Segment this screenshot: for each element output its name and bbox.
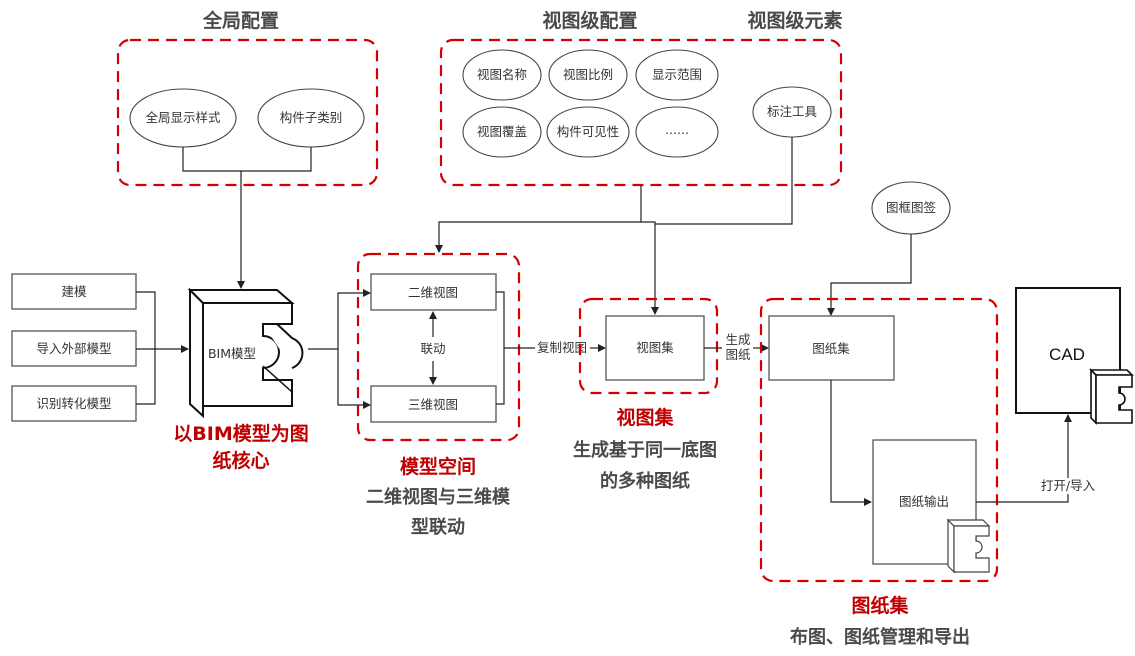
svg-text:BIM模型: BIM模型 <box>208 346 256 361</box>
ellipse-component-visibility[interactable]: 构件可见性 <box>546 106 630 158</box>
connector-sources <box>136 291 156 405</box>
source-recognize-convert-model[interactable]: 识别转化模型 <box>11 385 137 422</box>
connector-global-items <box>182 147 312 172</box>
arrow-viewconfig-to-viewset <box>641 221 659 315</box>
svg-text:视图覆盖: 视图覆盖 <box>477 124 527 139</box>
model-space-title: 模型空间 <box>400 455 476 478</box>
arrow-to-3d-view <box>337 349 371 409</box>
ellipse-display-range[interactable]: 显示范围 <box>635 49 719 101</box>
svg-text:CAD: CAD <box>1049 345 1085 364</box>
model-space-desc-line1: 二维视图与三维模 <box>366 486 511 508</box>
ellipse-global-display-style[interactable]: 全局显示样式 <box>129 88 237 148</box>
svg-text:导入外部模型: 导入外部模型 <box>36 341 111 356</box>
cad-component-icon <box>1089 368 1134 425</box>
box-sheet-output[interactable]: 图纸输出 <box>872 439 991 574</box>
arrow-viewconfig-to-modelspace <box>435 185 642 253</box>
heading-global-config: 全局配置 <box>202 9 279 32</box>
bim-caption-line1: 以BIM模型为图 <box>173 422 308 445</box>
edge-label-generate-line1: 生成 <box>725 332 750 347</box>
svg-text:图框图签: 图框图签 <box>886 200 937 215</box>
link-label: 联动 <box>420 341 445 356</box>
arrow-to-2d-view <box>337 289 371 349</box>
svg-text:......: ...... <box>665 122 689 137</box>
arrow-output-to-cad <box>976 414 1072 503</box>
box-sheet-set[interactable]: 图纸集 <box>768 315 895 381</box>
svg-text:构件子类别: 构件子类别 <box>280 110 343 125</box>
bim-caption-line2: 纸核心 <box>212 449 269 472</box>
svg-text:视图名称: 视图名称 <box>477 67 527 82</box>
connector-model-space-out <box>496 291 505 405</box>
svg-text:二维视图: 二维视图 <box>408 285 458 300</box>
svg-text:显示范围: 显示范围 <box>652 67 702 82</box>
box-2d-view[interactable]: 二维视图 <box>370 273 497 311</box>
model-space-group <box>356 252 521 442</box>
heading-view-config: 视图级配置 <box>542 9 637 32</box>
box-view-set[interactable]: 视图集 <box>605 315 705 381</box>
edge-label-open-import: 打开/导入 <box>1041 478 1096 493</box>
svg-text:识别转化模型: 识别转化模型 <box>36 396 111 411</box>
svg-text:视图比例: 视图比例 <box>563 67 613 82</box>
bim-model-component[interactable]: BIM模型 <box>187 287 304 419</box>
svg-text:视图集: 视图集 <box>636 340 674 355</box>
svg-text:三维视图: 三维视图 <box>408 397 458 412</box>
edge-label-generate-line2: 图纸 <box>725 347 751 362</box>
connector-annotation-tool <box>655 137 793 225</box>
view-set-group <box>578 297 719 395</box>
view-set-desc-line1: 生成基于同一底图 <box>573 439 717 461</box>
cad-block[interactable]: CAD <box>1015 287 1134 425</box>
svg-text:构件可见性: 构件可见性 <box>557 124 620 139</box>
sheet-output-component-icon <box>946 518 991 574</box>
model-space-desc-line2: 型联动 <box>411 516 465 538</box>
global-config-group <box>116 38 379 187</box>
svg-text:全局显示样式: 全局显示样式 <box>145 110 221 125</box>
svg-text:建模: 建模 <box>61 284 87 299</box>
source-modeling[interactable]: 建模 <box>11 273 137 310</box>
view-set-desc-line2: 的多种图纸 <box>600 470 690 492</box>
edge-label-copy-view: 复制视图 <box>537 340 587 355</box>
sheet-set-group <box>759 297 999 583</box>
ellipse-view-name[interactable]: 视图名称 <box>462 49 542 101</box>
source-import-external-model[interactable]: 导入外部模型 <box>11 330 137 367</box>
ellipse-title-block[interactable]: 图框图签 <box>871 181 951 235</box>
heading-view-elements: 视图级元素 <box>747 9 842 32</box>
ellipse-annotation-tool[interactable]: 标注工具 <box>752 86 832 138</box>
sheet-set-desc: 布图、图纸管理和导出 <box>790 626 970 648</box>
svg-text:图纸集: 图纸集 <box>812 341 850 356</box>
svg-text:标注工具: 标注工具 <box>767 104 818 119</box>
ellipse-view-override[interactable]: 视图覆盖 <box>462 106 542 158</box>
ellipse-view-scale[interactable]: 视图比例 <box>548 49 628 101</box>
view-set-title: 视图集 <box>616 406 674 429</box>
box-3d-view[interactable]: 三维视图 <box>370 385 497 423</box>
ellipse-more[interactable]: ...... <box>635 106 719 158</box>
sheet-set-title: 图纸集 <box>851 594 909 617</box>
arrow-title-block-to-sheet-set <box>827 234 912 316</box>
svg-text:图纸输出: 图纸输出 <box>899 494 949 509</box>
ellipse-component-subcategory[interactable]: 构件子类别 <box>257 88 365 148</box>
arrow-sheet-set-to-output <box>830 380 872 506</box>
